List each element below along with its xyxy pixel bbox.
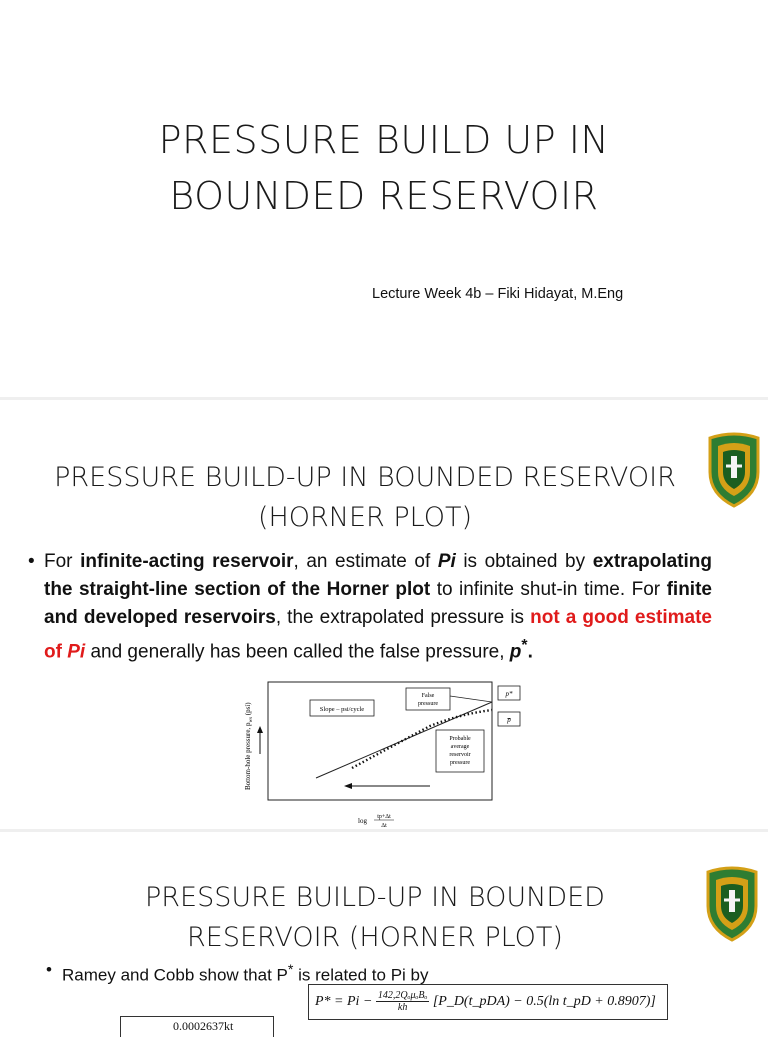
slope-label: Slope – psi/cycle	[320, 706, 365, 713]
bold-run: infinite-acting reservoir	[80, 551, 294, 572]
pbar-box	[497, 711, 521, 727]
bold-run: finite and developed reservoirs	[44, 579, 712, 628]
false-pressure-box	[405, 687, 451, 711]
slide-body: • Ramey and Cobb show that P* is related…	[46, 958, 730, 988]
pstar-box	[497, 685, 521, 701]
text-run: to infinite shut-in time. For	[430, 579, 667, 600]
straight-line	[315, 701, 493, 779]
false-pressure-label-1: False	[422, 693, 435, 699]
superscript-star: *	[287, 962, 294, 978]
tpda-numerator: 0.0002637kt	[173, 1019, 234, 1033]
slide-title-line-2: RESERVOIR (HORNER PLOT)	[187, 922, 563, 953]
slide-title-line-1: PRESSURE BUILD-UP IN BOUNDED RESERVOIR	[54, 462, 676, 493]
tpda-formula-box: 0.0002637kt	[120, 1016, 274, 1037]
pstar-run: p	[509, 641, 522, 663]
slide-title: PRESSURE BUILD-UP IN BOUNDED RESERVOIR (…	[40, 878, 710, 958]
horner-plot-figure: Bottom-hole pressure, pws (psi) Slope – …	[244, 681, 521, 829]
formula-fraction: 142,2QₒμₒBₒ kh	[375, 990, 430, 1014]
red-italic-run: Pi	[67, 641, 86, 663]
x-arrow-head	[344, 783, 352, 789]
text-run: is related to Pi by	[293, 965, 429, 985]
probable-label-1: Probable	[449, 736, 471, 742]
text-run: is obtained by	[455, 551, 593, 572]
text-run: For	[44, 551, 81, 572]
bold-run: extrapolating the straight-line section …	[44, 551, 712, 600]
red-run: not a good estimate of	[44, 607, 712, 663]
text-run: .	[527, 641, 533, 663]
formula-lhs: P* = Pi −	[315, 994, 373, 1009]
presentation-title: PRESSURE BUILD UP IN BOUNDED RESERVOIR	[0, 112, 768, 224]
text-run: , the extrapolated pressure is	[275, 607, 531, 628]
text-run: and generally has been called the false …	[85, 641, 510, 663]
figure-y-label: Bottom-hole pressure, pws (psi)	[244, 702, 254, 790]
bullet-dot: •	[28, 551, 35, 572]
title-line-1: PRESSURE BUILD UP IN	[158, 118, 610, 162]
pbar-label: p̅	[506, 716, 511, 724]
formula-numerator: 142,2QₒμₒBₒ	[375, 990, 430, 1003]
title-slide: PRESSURE BUILD UP IN BOUNDED RESERVOIR L…	[0, 0, 768, 400]
slide-title-line-1: PRESSURE BUILD-UP IN BOUNDED	[145, 882, 605, 913]
slide-title: PRESSURE BUILD-UP IN BOUNDED RESERVOIR (…	[20, 458, 710, 538]
lecture-subtitle: Lecture Week 4b – Fiki Hidayat, M.Eng	[372, 286, 624, 302]
bullet-paragraph: • Ramey and Cobb show that P* is related…	[46, 958, 730, 988]
buildup-curve	[351, 708, 493, 770]
x-label-log: log	[358, 817, 367, 825]
y-arrow-head	[257, 726, 263, 733]
ramey-cobb-formula: P* = Pi − 142,2QₒμₒBₒ kh [P_D(t_pDA) − 0…	[308, 984, 668, 1020]
slide-body: • For infinite-acting reservoir, an esti…	[28, 548, 712, 666]
bullet-paragraph: • For infinite-acting reservoir, an esti…	[28, 548, 712, 666]
bullet-dot: •	[46, 960, 52, 979]
probable-average-box	[435, 729, 485, 773]
title-line-2: BOUNDED RESERVOIR	[169, 174, 599, 218]
formula-denominator: kh	[397, 1002, 408, 1014]
plot-frame	[267, 681, 493, 801]
false-pressure-label-2: pressure	[418, 701, 438, 707]
university-emblem-icon	[708, 432, 760, 508]
x-label-numerator: tp+Δt	[377, 814, 391, 820]
bold-italic-run: Pi	[437, 551, 456, 572]
x-label-denominator: Δt	[381, 823, 387, 829]
probable-label-3: reservoir	[449, 752, 470, 758]
pstar-label: p*	[505, 690, 514, 698]
text-run: , an estimate of	[293, 551, 438, 572]
probable-label-2: average	[451, 744, 470, 750]
slope-label-box	[309, 699, 375, 717]
university-emblem-icon	[706, 866, 758, 942]
false-pressure-leader	[449, 695, 493, 703]
horner-plot-slide: PRESSURE BUILD-UP IN BOUNDED RESERVOIR (…	[0, 400, 768, 832]
formula-rhs: [P_D(t_pDA) − 0.5(ln t_pD + 0.8907)]	[432, 994, 656, 1009]
probable-label-4: pressure	[450, 760, 470, 766]
text-run: Ramey and Cobb show that P	[62, 965, 288, 985]
ramey-cobb-slide: PRESSURE BUILD-UP IN BOUNDED RESERVOIR (…	[0, 832, 768, 1037]
superscript-star: *	[521, 637, 528, 654]
slide-title-line-2: (HORNER PLOT)	[257, 502, 473, 533]
